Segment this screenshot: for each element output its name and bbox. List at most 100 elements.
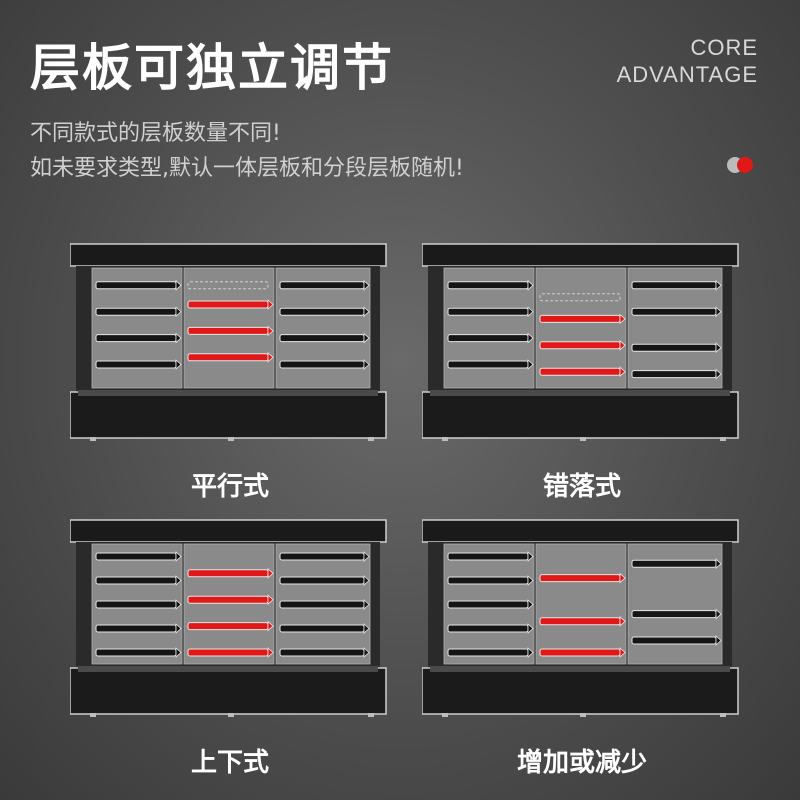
fixed-shelf (95, 307, 177, 316)
core-advantage-label: CORE ADVANTAGE (617, 34, 758, 88)
fixed-shelf (279, 281, 365, 290)
cabinet-base (70, 391, 387, 439)
shelf-tip (363, 306, 370, 318)
red-dot-icon (737, 157, 753, 173)
cabinet-foot (368, 713, 374, 717)
fixed-shelf (279, 334, 365, 343)
shelf-tip (267, 299, 274, 310)
fixed-shelf (279, 648, 365, 657)
fixed-shelf (447, 334, 529, 343)
fixed-shelf (447, 281, 529, 290)
fixed-shelf (631, 343, 717, 352)
fixed-shelf (279, 624, 365, 633)
cabinet-foot (442, 713, 448, 717)
cabinet-top-canopy (422, 243, 739, 267)
fixed-shelf (95, 600, 177, 609)
fixed-shelf (279, 552, 365, 561)
panel-label-staggered: 错落式 (542, 472, 621, 502)
fixed-shelf (95, 281, 177, 290)
cabinet-foot (580, 713, 586, 717)
adjustable-shelf-red (187, 595, 269, 604)
cabinet-panel-parallel (70, 242, 390, 442)
fixed-shelf (447, 648, 529, 657)
subtitle-line-1: 不同款式的层板数量不同! (30, 121, 281, 146)
shelf-tip (527, 332, 534, 344)
adjustable-shelf-red (187, 648, 269, 657)
adjustable-shelf-red (187, 300, 269, 309)
panel-label-parallel: 平行式 (190, 472, 269, 502)
adjustable-shelf-red (187, 326, 269, 335)
cabinet-lip (78, 666, 378, 672)
adjustable-shelf-red (187, 353, 269, 362)
fixed-shelf (95, 576, 177, 585)
cabinet-lip (78, 390, 378, 396)
cabinet-illustration (422, 519, 739, 717)
shelf-tip (527, 551, 534, 562)
shelf-tip (527, 279, 534, 291)
shelf-tip (527, 623, 534, 634)
fixed-shelf (279, 576, 365, 585)
panel-label-add-remove: 增加或减少 (516, 748, 647, 778)
shelf-tip (267, 567, 274, 579)
shelf-tip (715, 635, 722, 646)
indicator-dots (727, 157, 757, 175)
panel-label-up-down: 上下式 (190, 748, 269, 778)
shelf-tip (267, 594, 274, 606)
adjustable-shelf-red (539, 367, 621, 376)
cabinet-foot (442, 437, 448, 441)
cabinet-base (422, 667, 739, 715)
shelf-tip (363, 279, 370, 291)
shelf-tip (619, 366, 626, 378)
cabinet-panel-staggered (422, 242, 742, 442)
shelf-tip (527, 359, 534, 370)
cabinet-foot (90, 437, 96, 441)
shelf-tip (527, 647, 534, 658)
fixed-shelf (447, 360, 529, 369)
shelf-tip (363, 359, 370, 370)
cabinet-foot (228, 437, 234, 441)
cabinet-illustration (70, 519, 387, 717)
shelf-tip (715, 279, 722, 291)
shelf-tip (363, 332, 370, 344)
fixed-shelf (631, 307, 717, 316)
cabinet-illustration (422, 243, 739, 441)
shelf-tip (175, 599, 182, 610)
section-back-panel (535, 543, 627, 665)
fixed-shelf (95, 360, 177, 369)
fixed-shelf (447, 576, 529, 585)
fixed-shelf (631, 370, 717, 379)
shelf-tip (715, 342, 722, 354)
cabinet-panel-add-remove (422, 518, 742, 718)
cabinet-top-canopy (70, 519, 387, 543)
shelf-tip (267, 351, 274, 363)
page-title: 层板可独立调节 (30, 39, 394, 97)
fixed-shelf (279, 360, 365, 369)
fixed-shelf (631, 610, 717, 619)
shelf-tip (715, 306, 722, 318)
fixed-shelf (447, 624, 529, 633)
shelf-tip (267, 647, 274, 658)
shelf-tip (619, 647, 626, 658)
shelf-tip (175, 575, 182, 586)
shelf-tip (267, 620, 274, 632)
shelf-tip (715, 608, 722, 620)
core-line: CORE (690, 35, 758, 60)
shelf-tip (175, 306, 182, 318)
fixed-shelf (631, 636, 717, 645)
original-shelf-outline (187, 281, 269, 290)
shelf-tip (363, 575, 370, 586)
section-back-panel (183, 543, 275, 665)
shelf-tip (715, 368, 722, 380)
shelf-tip (175, 623, 182, 634)
cabinet-lip (430, 666, 730, 672)
shelf-tip (363, 647, 370, 658)
cabinet-top-canopy (70, 243, 387, 267)
cabinet-top-canopy (422, 519, 739, 543)
shelf-tip (715, 558, 722, 570)
adjustable-shelf-red (539, 341, 621, 350)
adjustable-shelf-red (539, 648, 621, 657)
cabinet-base (422, 391, 739, 439)
shelf-tip (363, 623, 370, 634)
fixed-shelf (447, 307, 529, 316)
fixed-shelf (631, 559, 717, 568)
